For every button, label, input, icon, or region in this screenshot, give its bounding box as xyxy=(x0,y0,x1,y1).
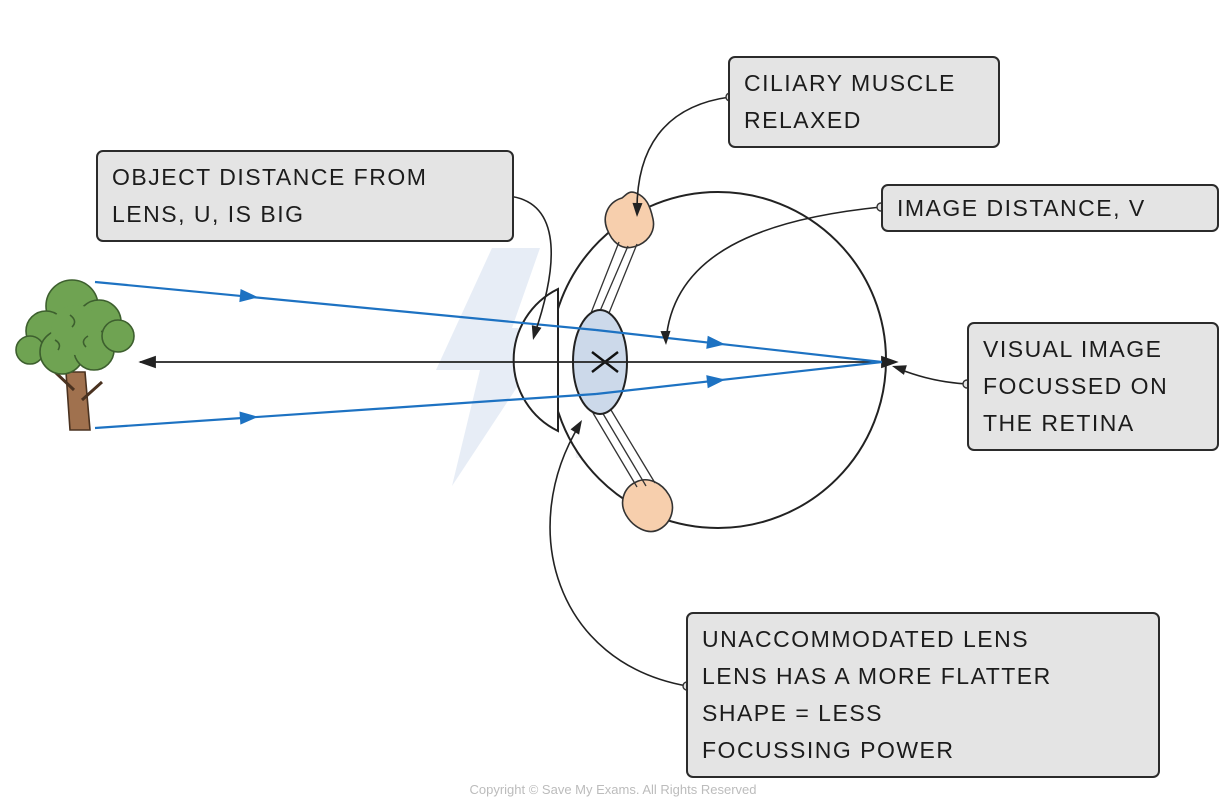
label-object-distance: OBJECT DISTANCE FROM LENS, U, IS BIG xyxy=(96,150,514,242)
ciliary-muscle-bottom xyxy=(621,479,674,533)
label-line: LENS HAS A MORE FLATTER xyxy=(702,663,1052,689)
copyright-notice: Copyright © Save My Exams. All Rights Re… xyxy=(469,782,757,797)
label-line: VISUAL IMAGE xyxy=(983,336,1163,362)
label-line: UNACCOMMODATED LENS xyxy=(702,626,1030,652)
suspensory-ligaments-top xyxy=(590,241,638,314)
label-line: FOCUSSING POWER xyxy=(702,737,955,763)
light-ray-bottom xyxy=(94,360,883,430)
label-image-distance: IMAGE DISTANCE, V xyxy=(881,184,1219,232)
connector-visual-image xyxy=(890,361,972,389)
tree-trunk xyxy=(65,371,91,431)
eye xyxy=(512,191,887,529)
light-rays xyxy=(94,280,883,430)
label-line: IMAGE DISTANCE, V xyxy=(897,195,1146,221)
tree-canopy xyxy=(15,279,135,375)
ciliary-muscle-top xyxy=(604,191,655,249)
label-unaccommodated-lens: UNACCOMMODATED LENS LENS HAS A MORE FLAT… xyxy=(686,612,1160,778)
label-line: FOCUSSED ON xyxy=(983,373,1169,399)
label-line: LENS, U, IS BIG xyxy=(112,201,305,227)
label-visual-image: VISUAL IMAGE FOCUSSED ON THE RETINA xyxy=(967,322,1219,451)
watermark-bolt-icon xyxy=(436,248,556,486)
label-ciliary-muscle-relaxed: CILIARY MUSCLE RELAXED xyxy=(728,56,1000,148)
tree xyxy=(15,279,135,431)
tree-canopy-marks xyxy=(54,314,89,351)
cornea xyxy=(512,287,559,433)
label-line: THE RETINA xyxy=(983,410,1135,436)
label-line: RELAXED xyxy=(744,107,862,133)
tree-branch xyxy=(53,370,104,402)
suspensory-ligaments-bottom xyxy=(592,409,656,488)
optical-axis xyxy=(140,356,897,368)
label-line: OBJECT DISTANCE FROM xyxy=(112,164,428,190)
label-line: CILIARY MUSCLE xyxy=(744,70,956,96)
light-ray-top xyxy=(94,280,883,364)
label-line: SHAPE = LESS xyxy=(702,700,883,726)
